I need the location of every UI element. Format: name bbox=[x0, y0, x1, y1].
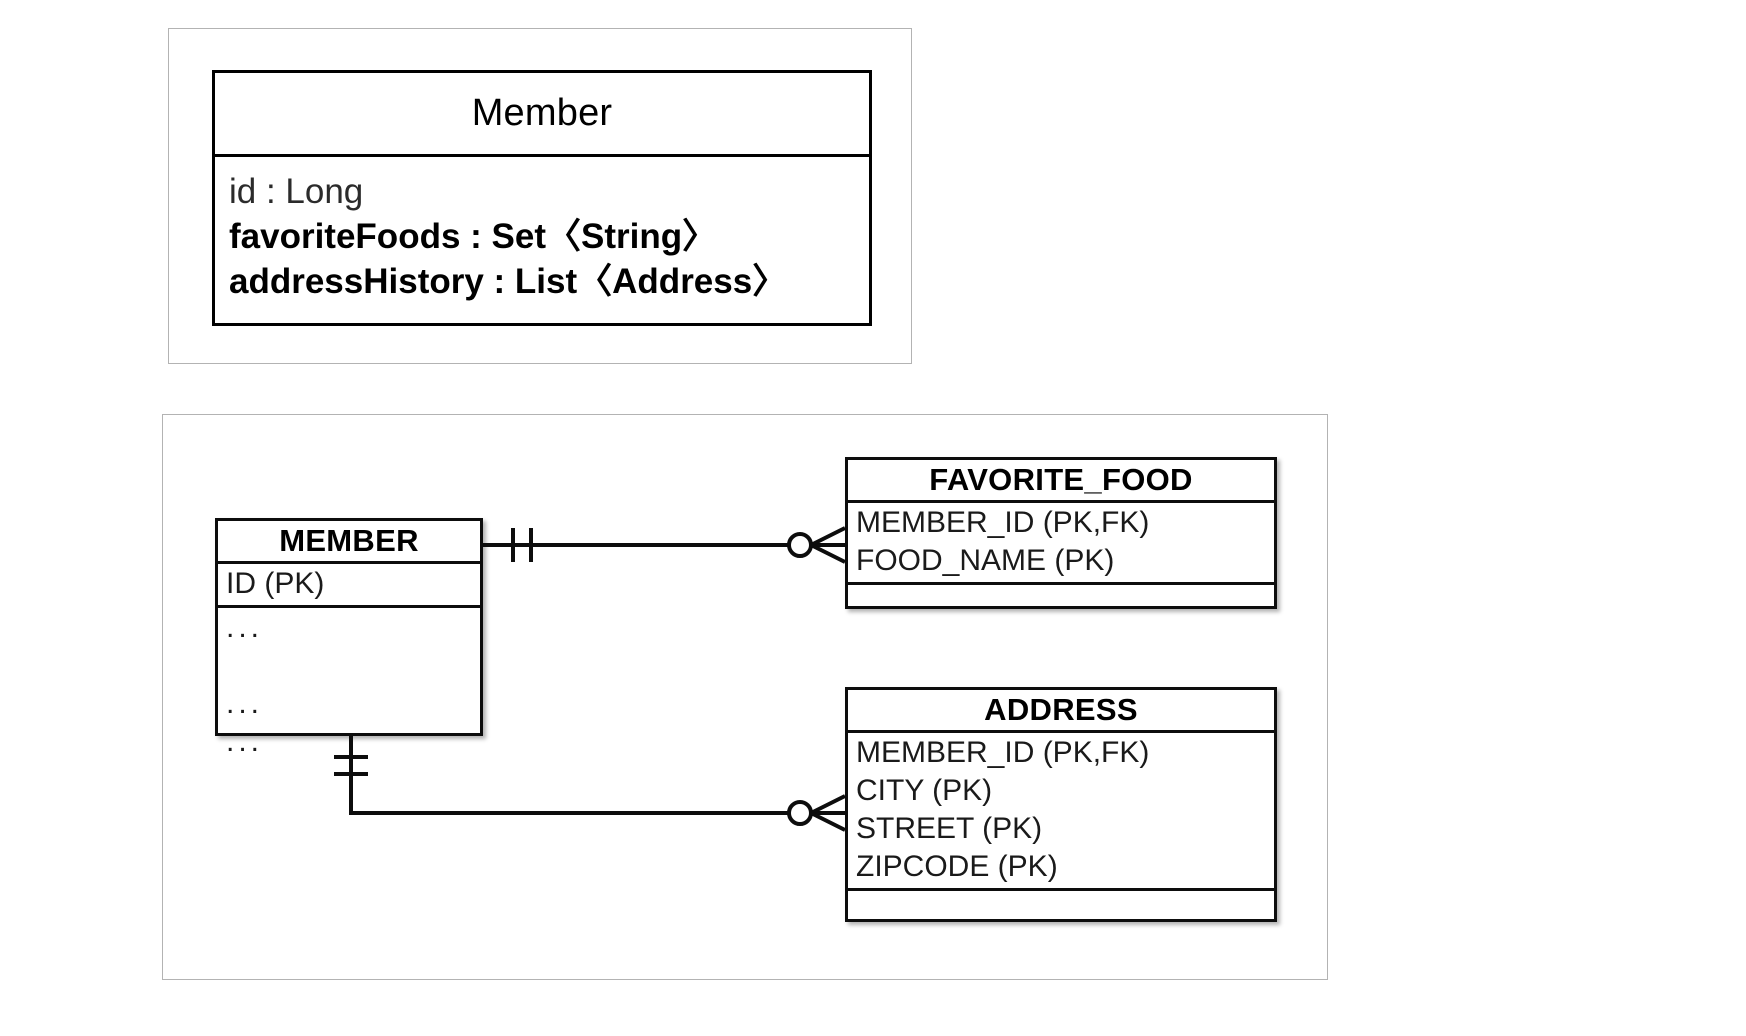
erd-entity-address-keys: MEMBER_ID (PK,FK) CITY (PK) STREET (PK) … bbox=[848, 733, 1274, 891]
erd-entity-favorite-food: FAVORITE_FOOD MEMBER_ID (PK,FK) FOOD_NAM… bbox=[845, 457, 1277, 609]
erd-entity-member-header: MEMBER bbox=[218, 521, 480, 564]
erd-attribute: ... bbox=[226, 725, 264, 758]
uml-attribute-favorite-foods: favoriteFoods : Set〈String〉 bbox=[229, 217, 718, 256]
erd-attribute-spacer bbox=[226, 647, 480, 685]
erd-entity-favorite-food-name: FAVORITE_FOOD bbox=[929, 462, 1193, 497]
erd-entity-favorite-food-keys: MEMBER_ID (PK,FK) FOOD_NAME (PK) bbox=[848, 503, 1274, 585]
erd-entity-favorite-food-header: FAVORITE_FOOD bbox=[848, 460, 1274, 503]
uml-class-name: Member bbox=[471, 92, 613, 134]
erd-attribute: ZIPCODE (PK) bbox=[856, 850, 1058, 883]
erd-attribute: STREET (PK) bbox=[856, 812, 1043, 845]
uml-attribute-address-history: addressHistory : List〈Address〉 bbox=[229, 262, 788, 301]
erd-entity-member-attributes: ... ... ... bbox=[218, 608, 480, 763]
erd-entity-address-attributes bbox=[848, 891, 1274, 932]
erd-entity-member-name: MEMBER bbox=[279, 523, 419, 558]
erd-entity-address: ADDRESS MEMBER_ID (PK,FK) CITY (PK) STRE… bbox=[845, 687, 1277, 922]
uml-class-name-row: Member bbox=[215, 73, 869, 157]
erd-attribute-spacer bbox=[856, 892, 1274, 930]
erd-entity-member-keys: ID (PK) bbox=[218, 564, 480, 608]
erd-attribute: MEMBER_ID (PK,FK) bbox=[856, 506, 1150, 539]
erd-attribute: MEMBER_ID (PK,FK) bbox=[856, 736, 1150, 769]
erd-attribute: FOOD_NAME (PK) bbox=[856, 544, 1115, 577]
erd-entity-address-header: ADDRESS bbox=[848, 690, 1274, 733]
erd-attribute-spacer bbox=[856, 586, 1274, 624]
erd-attribute: CITY (PK) bbox=[856, 774, 993, 807]
uml-class-member: Member id : Long favoriteFoods : Set〈Str… bbox=[212, 70, 872, 326]
erd-attribute: ... bbox=[226, 687, 264, 720]
erd-entity-favorite-food-attributes bbox=[848, 585, 1274, 626]
erd-attribute: ID (PK) bbox=[226, 567, 325, 600]
erd-entity-member: MEMBER ID (PK) ... ... ... bbox=[215, 518, 483, 758]
uml-attribute-id: id : Long bbox=[229, 172, 364, 211]
erd-attribute: ... bbox=[226, 611, 264, 644]
erd-entity-address-name: ADDRESS bbox=[984, 692, 1138, 727]
uml-attribute-compartment: id : Long favoriteFoods : Set〈String〉 ad… bbox=[215, 157, 869, 304]
